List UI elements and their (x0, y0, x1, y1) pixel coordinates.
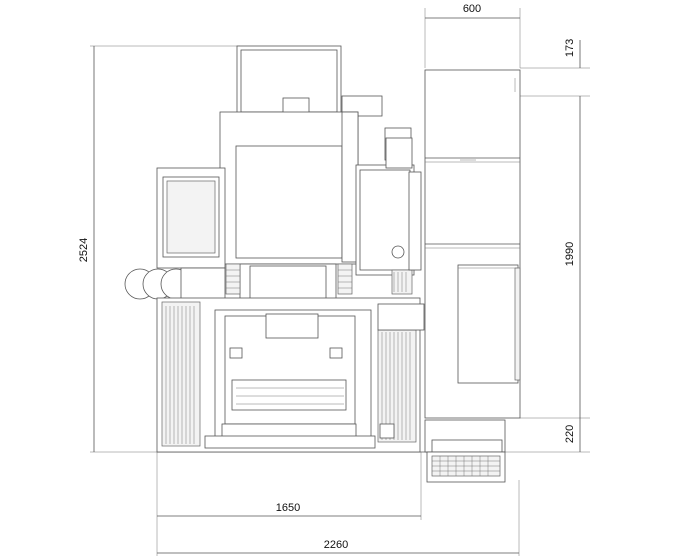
dim-machine-width: 1650 (276, 502, 300, 514)
electrical-cabinet (424, 69, 521, 419)
machine-column (219, 111, 422, 295)
dimension-labels: 600 173 1990 220 2524 1650 2260 (78, 3, 576, 551)
dim-main-height: 1990 (564, 242, 576, 266)
machine-base (156, 297, 425, 453)
left-door-panel (124, 167, 226, 301)
spindle-head-top (236, 45, 412, 161)
control-console (424, 419, 506, 483)
dim-top-width: 600 (463, 3, 481, 15)
dim-overall-width: 2260 (324, 539, 348, 551)
dim-base-height: 220 (564, 425, 576, 443)
dim-overall-height: 2524 (78, 238, 90, 262)
dim-top-right-height: 173 (564, 39, 576, 57)
